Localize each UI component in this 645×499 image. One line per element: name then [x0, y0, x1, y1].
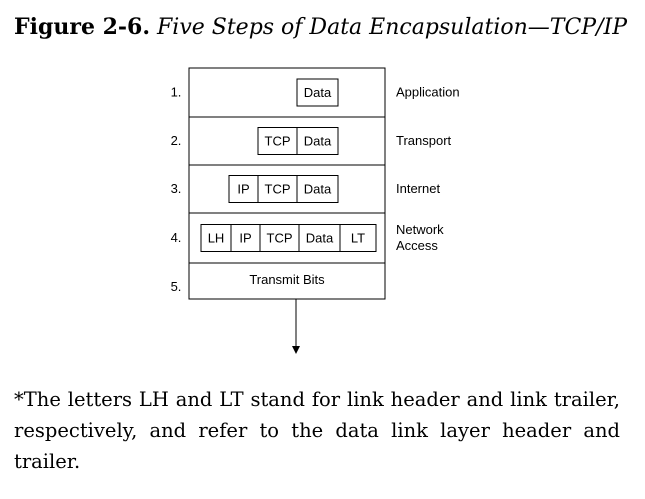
field-label: IP	[239, 231, 251, 246]
layer-label: Access	[396, 238, 438, 253]
field-label: Data	[304, 182, 332, 197]
field-label: Data	[306, 231, 334, 246]
layer-label: Network	[396, 222, 444, 237]
step-number: 1.	[171, 85, 182, 100]
field-label: TCP	[267, 231, 293, 246]
step-number: 3.	[171, 181, 182, 196]
field-box-data	[298, 224, 341, 252]
field-label: Data	[304, 85, 332, 100]
field-box-lt	[339, 224, 377, 252]
field-label: LH	[208, 231, 225, 246]
field-box-data	[296, 175, 339, 203]
layer-label: Transport	[396, 133, 452, 148]
step-number: 4.	[171, 230, 182, 245]
field-label: IP	[237, 182, 249, 197]
field-box-data	[296, 78, 339, 107]
figure-number: Figure 2-6.	[14, 14, 151, 40]
field-box-lh	[200, 224, 232, 252]
field-box-ip	[230, 224, 261, 252]
figure-title: Five Steps of Data Encapsulation—TCP/IP	[157, 15, 628, 40]
transmit-bits-label: Transmit Bits	[249, 272, 325, 287]
field-label: Data	[304, 134, 332, 149]
layer-label: Application	[396, 85, 460, 100]
field-box-data	[296, 127, 339, 155]
field-label: LT	[351, 231, 365, 246]
step-number: 2.	[171, 133, 182, 148]
figure-caption: Figure 2-6. Five Steps of Data Encapsula…	[14, 12, 634, 43]
footnote: *The letters LH and LT stand for link he…	[14, 388, 620, 473]
step-number: 5.	[171, 279, 182, 294]
layer-label: Internet	[396, 181, 440, 196]
field-label: TCP	[265, 182, 291, 197]
stack-frame	[188, 67, 386, 300]
field-label: TCP	[265, 134, 291, 149]
